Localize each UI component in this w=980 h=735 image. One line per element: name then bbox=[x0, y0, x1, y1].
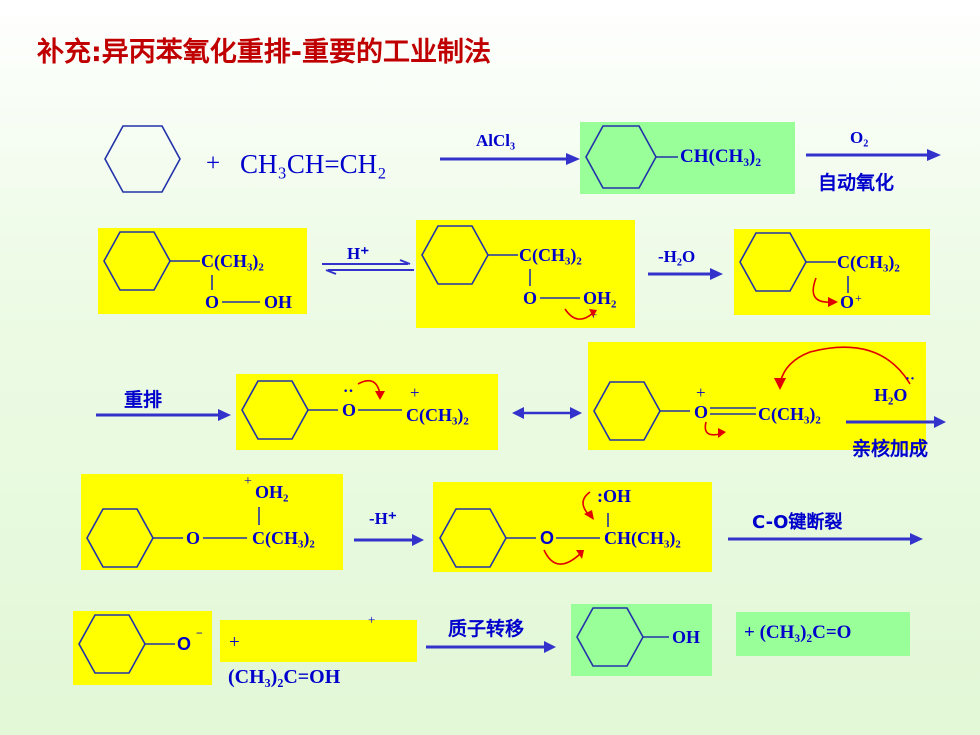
protonated-acetone: (CH₃)₂C=OH bbox=[228, 666, 341, 688]
carbocation-charge: + bbox=[410, 383, 420, 402]
carbocation-box bbox=[236, 374, 498, 450]
benzene-ring-1 bbox=[104, 125, 181, 193]
adduct-charge: + bbox=[244, 474, 252, 489]
adduct-o: O bbox=[186, 528, 201, 548]
oxenium-charge: + bbox=[855, 291, 862, 305]
arrow-deprotonation bbox=[354, 534, 424, 546]
benzene-ring-phenol bbox=[576, 607, 669, 667]
equilibrium-arrow bbox=[322, 259, 414, 275]
arrow-dehydration bbox=[648, 268, 723, 280]
oxenium-group: C(CH₃)₂ bbox=[837, 252, 900, 272]
electron-arrow-3 bbox=[357, 379, 385, 400]
arrow-cleavage bbox=[728, 533, 923, 545]
protonated-group: C(CH₃)₂ bbox=[519, 245, 582, 265]
adduct-oh2: OH₂ bbox=[255, 482, 289, 502]
hydroperoxide-oh: OH bbox=[264, 292, 293, 312]
phenol-oh: OH bbox=[672, 627, 701, 647]
protonated-o: O bbox=[523, 288, 538, 308]
electron-arrow-1 bbox=[564, 308, 597, 320]
alcl3-label: AlCl₃ bbox=[476, 131, 516, 150]
adduct-group: C(CH₃)₂ bbox=[252, 528, 315, 548]
benzene-ring-adduct bbox=[86, 507, 260, 568]
cumene-box bbox=[580, 122, 795, 194]
phenoxide-charge: − bbox=[196, 626, 203, 640]
acetone: + (CH₃)₂C=O bbox=[744, 622, 852, 643]
autoxidation-label: 自动氧化 bbox=[818, 172, 895, 194]
electron-arrow-6 bbox=[543, 549, 584, 565]
arrow-alkylation bbox=[440, 153, 580, 165]
benzene-ring-hemiketal bbox=[439, 508, 609, 568]
arrow-proton-transfer bbox=[426, 641, 556, 653]
protonated-acetone-charge: + bbox=[368, 612, 376, 627]
protonated-oh2: OH₂ bbox=[583, 288, 617, 308]
water-lone-pair: ·· bbox=[905, 371, 916, 387]
carbocation-lone-pair: ·· bbox=[343, 383, 354, 400]
benzene-ring-carbocation bbox=[241, 380, 402, 440]
benzene-ring-cumene bbox=[585, 125, 678, 189]
oxenium-o: O bbox=[840, 292, 855, 312]
oxocarbenium-box bbox=[588, 342, 926, 450]
electron-arrow-5 bbox=[582, 491, 594, 520]
propene-reagent: CH₃CH=CH₂ bbox=[240, 149, 387, 179]
minus-water-label: -H₂O bbox=[658, 247, 696, 266]
page-title: 补充:异丙苯氧化重排-重要的工业制法 bbox=[37, 37, 492, 68]
oxocarbenium-o: O bbox=[694, 402, 709, 422]
plus-sign-1: + bbox=[206, 150, 221, 177]
minus-proton-label: -H⁺ bbox=[369, 509, 397, 528]
protonated-acetone-box bbox=[220, 620, 417, 662]
arrow-autoxidation bbox=[806, 149, 941, 161]
cumene-group: CH(CH₃)₂ bbox=[680, 146, 762, 167]
hemiketal-group: CH(CH₃)₂ bbox=[604, 528, 681, 548]
o2-label: O₂ bbox=[850, 128, 869, 147]
benzene-ring-protonated bbox=[421, 225, 580, 299]
rearrangement-label: 重排 bbox=[124, 389, 163, 411]
electron-arrow-4 bbox=[704, 421, 726, 438]
carbocation-o: O bbox=[342, 400, 357, 420]
carbocation-group: C(CH₃)₂ bbox=[406, 405, 469, 425]
oxocarbenium-charge: + bbox=[696, 383, 706, 402]
nucleophilic-addition-label: 亲核加成 bbox=[852, 438, 929, 460]
acetone-box bbox=[736, 612, 910, 656]
benzene-ring-oxenium bbox=[739, 232, 849, 293]
electron-arrow-nucleophile bbox=[774, 346, 911, 390]
hydroperoxide-box bbox=[98, 228, 307, 314]
hemiketal-box bbox=[433, 482, 712, 572]
cleavage-label: C-O键断裂 bbox=[752, 512, 843, 533]
electron-arrow-2 bbox=[812, 277, 838, 307]
hemiketal-o: O bbox=[540, 528, 555, 548]
benzene-ring-phenoxide bbox=[78, 614, 175, 674]
hydroperoxide-o: O bbox=[205, 292, 220, 312]
benzene-ring-hydroperoxide bbox=[103, 231, 260, 303]
oxocarbenium-group: C(CH₃)₂ bbox=[758, 404, 821, 424]
benzene-ring-oxocarbenium bbox=[593, 381, 756, 441]
plus-sign-2: + bbox=[229, 632, 240, 653]
arrow-rearrangement bbox=[96, 409, 231, 421]
water: H₂O bbox=[874, 385, 908, 405]
hydroperoxide-group: C(CH₃)₂ bbox=[201, 251, 264, 271]
adduct-box bbox=[81, 474, 343, 570]
h-plus-label: H⁺ bbox=[347, 244, 370, 263]
phenoxide-o: O bbox=[177, 634, 192, 654]
hemiketal-oh: :OH bbox=[597, 486, 631, 506]
protonated-peroxide-box bbox=[416, 220, 635, 328]
arrow-addition bbox=[846, 416, 946, 428]
resonance-arrow bbox=[512, 407, 582, 419]
proton-transfer-label: 质子转移 bbox=[448, 618, 525, 640]
